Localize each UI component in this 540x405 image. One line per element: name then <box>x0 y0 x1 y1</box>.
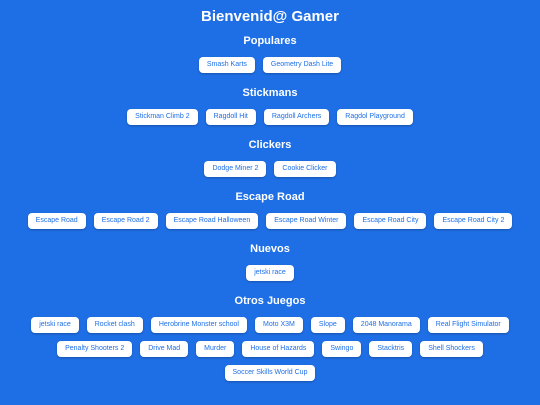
game-button-stacktris[interactable]: Stacktris <box>369 341 413 357</box>
game-list-stickmans: Stickman Climb 2 Ragdoll Hit Ragdoll Arche… <box>0 109 540 125</box>
section-otros-juegos: Otros Juegos jetski race Rocket clash Hero… <box>0 294 540 381</box>
game-button-escape-road-city-2[interactable]: Escape Road City 2 <box>434 213 513 229</box>
game-button-dodge-miner-2[interactable]: Dodge Miner 2 <box>204 161 267 177</box>
game-list-escape-road: Escape Road Escape Road 2 Escape Road Hall… <box>0 213 540 229</box>
section-populares: Populares Smash Karts Geometry Dash Lite <box>0 34 540 73</box>
game-button-swingo[interactable]: Swingo <box>322 341 362 357</box>
game-button-smash-karts[interactable]: Smash Karts <box>198 57 255 73</box>
game-button-murder[interactable]: Murder <box>196 341 235 357</box>
game-button-ragdol-playground[interactable]: Ragdol Playground <box>337 109 413 125</box>
section-title-otros-juegos: Otros Juegos <box>234 295 306 307</box>
game-button-ragdoll-hit[interactable]: Ragdoll Hit <box>205 109 256 125</box>
game-button-stickman-climb-2[interactable]: Stickman Climb 2 <box>127 109 198 125</box>
game-list-nuevos: jetski race <box>0 265 540 281</box>
game-list-otros-juegos: jetski race Rocket clash Herobrine Monster… <box>0 317 540 381</box>
game-button-jetski-race[interactable]: jetski race <box>246 265 294 281</box>
game-button-ragdoll-archers[interactable]: Ragdoll Archers <box>263 109 330 125</box>
section-title-populares: Populares <box>243 35 297 47</box>
game-button-rocket-clash[interactable]: Rocket clash <box>86 317 143 333</box>
game-button-moto-x3m[interactable]: Moto X3M <box>254 317 303 333</box>
game-button-geometry-dash-lite[interactable]: Geometry Dash Lite <box>262 57 342 73</box>
game-button-penalty-shooters-2[interactable]: Penalty Shooters 2 <box>57 341 133 357</box>
game-button-escape-road[interactable]: Escape Road <box>27 213 86 229</box>
game-button-escape-road-halloween[interactable]: Escape Road Halloween <box>165 213 259 229</box>
game-button-real-flight-simulator[interactable]: Real Flight Simulator <box>427 317 509 333</box>
game-button-herobrine-monster-school[interactable]: Herobrine Monster school <box>150 317 247 333</box>
section-title-nuevos: Nuevos <box>250 243 290 255</box>
game-button-escape-road-2[interactable]: Escape Road 2 <box>93 213 158 229</box>
game-button-soccer-skills-world-cup[interactable]: Soccer Skills World Cup <box>224 365 316 381</box>
game-list-populares: Smash Karts Geometry Dash Lite <box>0 57 540 73</box>
game-button-escape-road-city[interactable]: Escape Road City <box>354 213 427 229</box>
section-stickmans: Stickmans Stickman Climb 2 Ragdoll Hit Rag… <box>0 86 540 125</box>
game-button-drive-mad[interactable]: Drive Mad <box>140 341 189 357</box>
section-title-stickmans: Stickmans <box>242 87 298 99</box>
game-list-clickers: Dodge Miner 2 Cookie Clicker <box>0 161 540 177</box>
section-title-clickers: Clickers <box>248 139 292 151</box>
game-button-escape-road-winter[interactable]: Escape Road Winter <box>266 213 347 229</box>
game-button-2048-manorama[interactable]: 2048 Manorama <box>352 317 420 333</box>
game-button-jetski-race[interactable]: jetski race <box>31 317 79 333</box>
page-title: Bienvenid@ Gamer <box>200 8 339 25</box>
game-button-slope[interactable]: Slope <box>310 317 345 333</box>
section-clickers: Clickers Dodge Miner 2 Cookie Clicker <box>0 138 540 177</box>
game-button-shell-shockers[interactable]: Shell Shockers <box>420 341 483 357</box>
game-button-house-of-hazards[interactable]: House of Hazards <box>242 341 315 357</box>
section-title-escape-road: Escape Road <box>235 191 305 203</box>
game-button-cookie-clicker[interactable]: Cookie Clicker <box>274 161 336 177</box>
section-nuevos: Nuevos jetski race <box>0 242 540 281</box>
